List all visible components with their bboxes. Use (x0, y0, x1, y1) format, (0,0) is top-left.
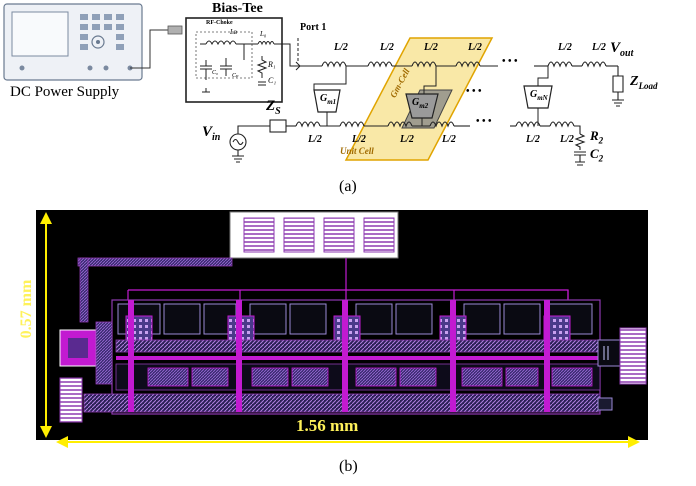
port-1-label: Port 1 (300, 22, 327, 33)
rf-choke-box (195, 31, 253, 79)
width-dimension-label: 1.56 mm (296, 416, 359, 435)
gm2-amplifier (405, 66, 439, 126)
chip-layout (36, 210, 648, 448)
height-dimension-label: 0.57 mm (18, 279, 35, 339)
c2-label: C2 (590, 146, 604, 164)
unit-cell-label: Unit Cell (340, 146, 374, 156)
inductor-label: L/2 (352, 134, 366, 145)
gmn-amplifier (523, 66, 553, 126)
caption-a: (a) (339, 178, 357, 195)
lc-label: L₀ (260, 30, 267, 38)
r2-label: R2 (590, 128, 604, 146)
rf-choke-label: RF-Choke (206, 20, 233, 26)
zs-label: ZS (266, 98, 281, 117)
top-ellipsis: • • • (502, 56, 518, 67)
r1-label: R₁ (268, 60, 276, 69)
vin-source-icon (229, 125, 252, 163)
gmn-label: GmN (530, 89, 548, 102)
inductor-label: L/2 (468, 42, 482, 53)
cb-label: C₀ (212, 70, 219, 76)
cp-label: Cₚ (232, 73, 239, 79)
inductor-label: L/2 (560, 134, 574, 145)
width-dimension-arrow (56, 436, 640, 448)
dc-power-supply-icon (3, 3, 143, 81)
inductor-label: L/2 (442, 134, 456, 145)
inductor-label: L/2 (334, 42, 348, 53)
lb-label: Lʙ (230, 28, 237, 36)
c1-label: C₁ (268, 76, 277, 85)
gm2-label: Gm2 (412, 97, 429, 110)
vin-label: Vin (202, 124, 221, 143)
bottom-ellipsis: • • • (476, 116, 492, 127)
caption-b: (b) (339, 458, 358, 475)
gm1-amplifier (313, 66, 347, 126)
gm1-label: Gm1 (320, 93, 337, 106)
inductor-label: L/2 (308, 134, 322, 145)
top-inductor-band (115, 339, 601, 353)
input-pad (59, 321, 113, 423)
inductor-label: L/2 (558, 42, 572, 53)
inductor-label: L/2 (400, 134, 414, 145)
output-pad (597, 327, 647, 411)
gate-line (116, 356, 600, 360)
top-pad-array (229, 211, 399, 259)
dc-power-supply-label: DC Power Supply (10, 84, 120, 100)
middle-ellipsis: • • • (466, 86, 482, 97)
inductor-label: L/2 (526, 134, 540, 145)
probe-icon (167, 25, 183, 35)
top-transmission-line (300, 61, 624, 107)
bottom-transmission-line (252, 119, 586, 166)
inductor-label: L/2 (592, 42, 606, 53)
height-dimension-arrow (40, 212, 52, 438)
schematic (3, 3, 624, 166)
inductor-label: L/2 (424, 42, 438, 53)
bias-tee-label: Bias-Tee (212, 1, 263, 16)
vout-label: Vout (610, 40, 634, 59)
inductor-label: L/2 (380, 42, 394, 53)
zload-label: ZLoad (630, 74, 658, 91)
